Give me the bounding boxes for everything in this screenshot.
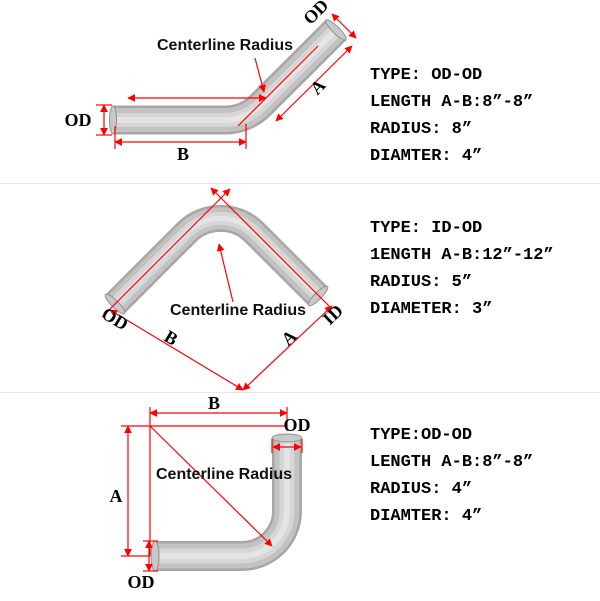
spec-diameter: DIAMTER: 4” [370, 507, 483, 526]
spec-list: TYPE:OD-OD LENGTH A-B:8”-8” RADIUS: 4” D… [370, 422, 533, 530]
spec-length: LENGTH A-B:8”-8” [370, 453, 534, 472]
dim-label-a: A [277, 326, 300, 349]
spec-radius: RADIUS: 4” [370, 480, 473, 499]
spec-radius: RADIUS: 8” [370, 120, 473, 139]
pipe-end-face-left [150, 540, 160, 572]
spec-length: LENGTH A-B:8”-8” [370, 93, 534, 112]
spec-list: TYPE: OD-OD LENGTH A-B:8”-8” RADIUS: 8” … [370, 62, 533, 170]
pipe-90-elbow [150, 433, 303, 572]
spec-radius: RADIUS: 5” [370, 273, 473, 292]
spec-type: TYPE: ID-OD [370, 219, 483, 238]
spec-diameter: DIAMTER: 4” [370, 147, 483, 166]
pipe-end-face-top [271, 433, 303, 443]
dim-label-b: B [161, 326, 182, 349]
diagram-90-elbow: Centerline Radius B OD A OD [110, 393, 311, 592]
dim-label-a: A [306, 75, 329, 98]
spec-list: TYPE: ID-OD 1ENGTH A-B:12”-12” RADIUS: 5… [370, 215, 554, 323]
dimension-lines [121, 407, 303, 572]
centerline-radius-label: Centerline Radius [156, 466, 292, 483]
section-45-degree-bend: Centerline Radius OD OD A B TYPE: OD-OD … [0, 0, 600, 183]
dim-label-od-top: OD [284, 415, 311, 435]
spec-length: 1ENGTH A-B:12”-12” [370, 246, 554, 265]
section-90-degree-elbow: Centerline Radius B OD A OD TYPE:OD-OD L… [0, 392, 600, 600]
diagram-45-bend: Centerline Radius OD OD A B [65, 0, 357, 164]
dim-label-b: B [177, 144, 189, 164]
dim-label-od-bottom: OD [128, 572, 155, 592]
dimension-lines [101, 187, 333, 391]
diagram-90-bend: Centerline Radius OD ID B A [98, 187, 347, 391]
dimension-lines [96, 13, 357, 149]
dim-label-od-left: OD [65, 110, 92, 130]
dim-label-a: A [110, 486, 123, 506]
section-90-degree-bend: Centerline Radius OD ID B A TYPE: ID-OD … [0, 183, 600, 392]
spec-diameter: DIAMETER: 3” [370, 300, 493, 319]
centerline-radius-label: Centerline Radius [157, 37, 293, 54]
dim-label-id-right: ID [319, 300, 347, 328]
spec-type: TYPE: OD-OD [370, 66, 483, 85]
dim-label-b: B [208, 393, 220, 413]
pipe-45-bend [109, 19, 347, 135]
centerline-radius-label: Centerline Radius [170, 302, 306, 319]
spec-type: TYPE:OD-OD [370, 426, 473, 445]
